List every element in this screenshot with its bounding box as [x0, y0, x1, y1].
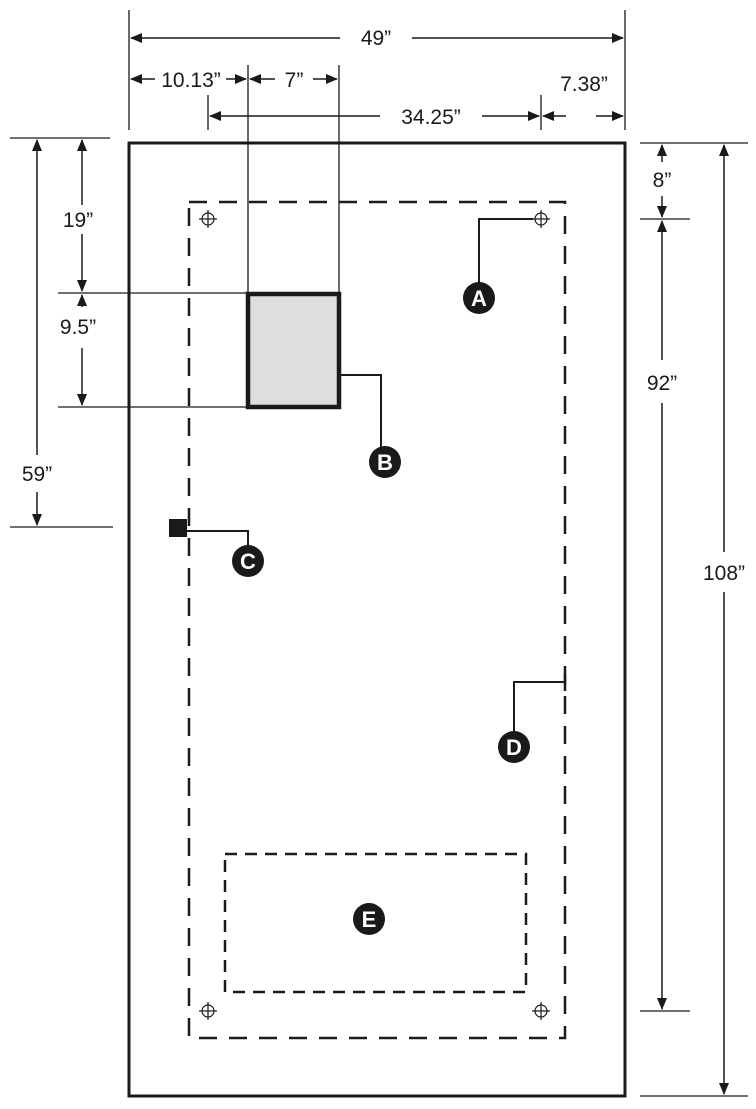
callout-e: E: [353, 903, 385, 935]
leader-d: [513, 681, 565, 732]
dim-overall-height: 108”: [703, 562, 745, 585]
leader-c: [187, 530, 249, 548]
dim-overall-width: 49”: [361, 27, 391, 50]
callout-c-label: C: [240, 549, 256, 574]
component-b-box: [245, 291, 342, 410]
dim-mount-height: 92”: [647, 372, 677, 395]
outer-panel: [127, 141, 627, 1098]
callout-d-label: D: [506, 735, 522, 760]
callout-c: C: [232, 545, 264, 577]
extension-lines: [10, 10, 748, 1097]
mount-hole-bottom-left: [199, 1002, 217, 1020]
callout-b-label: B: [377, 450, 393, 475]
mount-hole-top-right: [532, 210, 550, 228]
leader-a: [478, 218, 533, 285]
dim-mount-span: 34.25”: [401, 106, 461, 129]
dim-top-to-mount: 8”: [653, 169, 672, 192]
callout-a-label: A: [471, 286, 487, 311]
dimension-lines: [32, 33, 729, 1095]
dim-box-width: 7”: [285, 69, 304, 92]
dim-top-to-box: 19”: [63, 209, 93, 232]
mounting-frame: [187, 200, 567, 1040]
dim-box-height: 9.5”: [60, 316, 96, 339]
zone-e-outline: [223, 852, 528, 994]
mount-hole-top-left: [199, 210, 217, 228]
dim-left-offset: 10.13”: [161, 69, 221, 92]
callout-d: D: [498, 731, 530, 763]
callout-b: B: [369, 446, 401, 478]
leader-b: [339, 374, 382, 449]
leader-lines: [187, 218, 565, 732]
dim-top-to-marker: 59”: [22, 463, 52, 486]
mount-hole-bottom-right: [532, 1002, 550, 1020]
dim-right-offset: 7.38”: [560, 73, 608, 96]
component-c-marker: [169, 519, 187, 537]
callout-e-label: E: [362, 907, 377, 932]
callout-a: A: [463, 282, 495, 314]
